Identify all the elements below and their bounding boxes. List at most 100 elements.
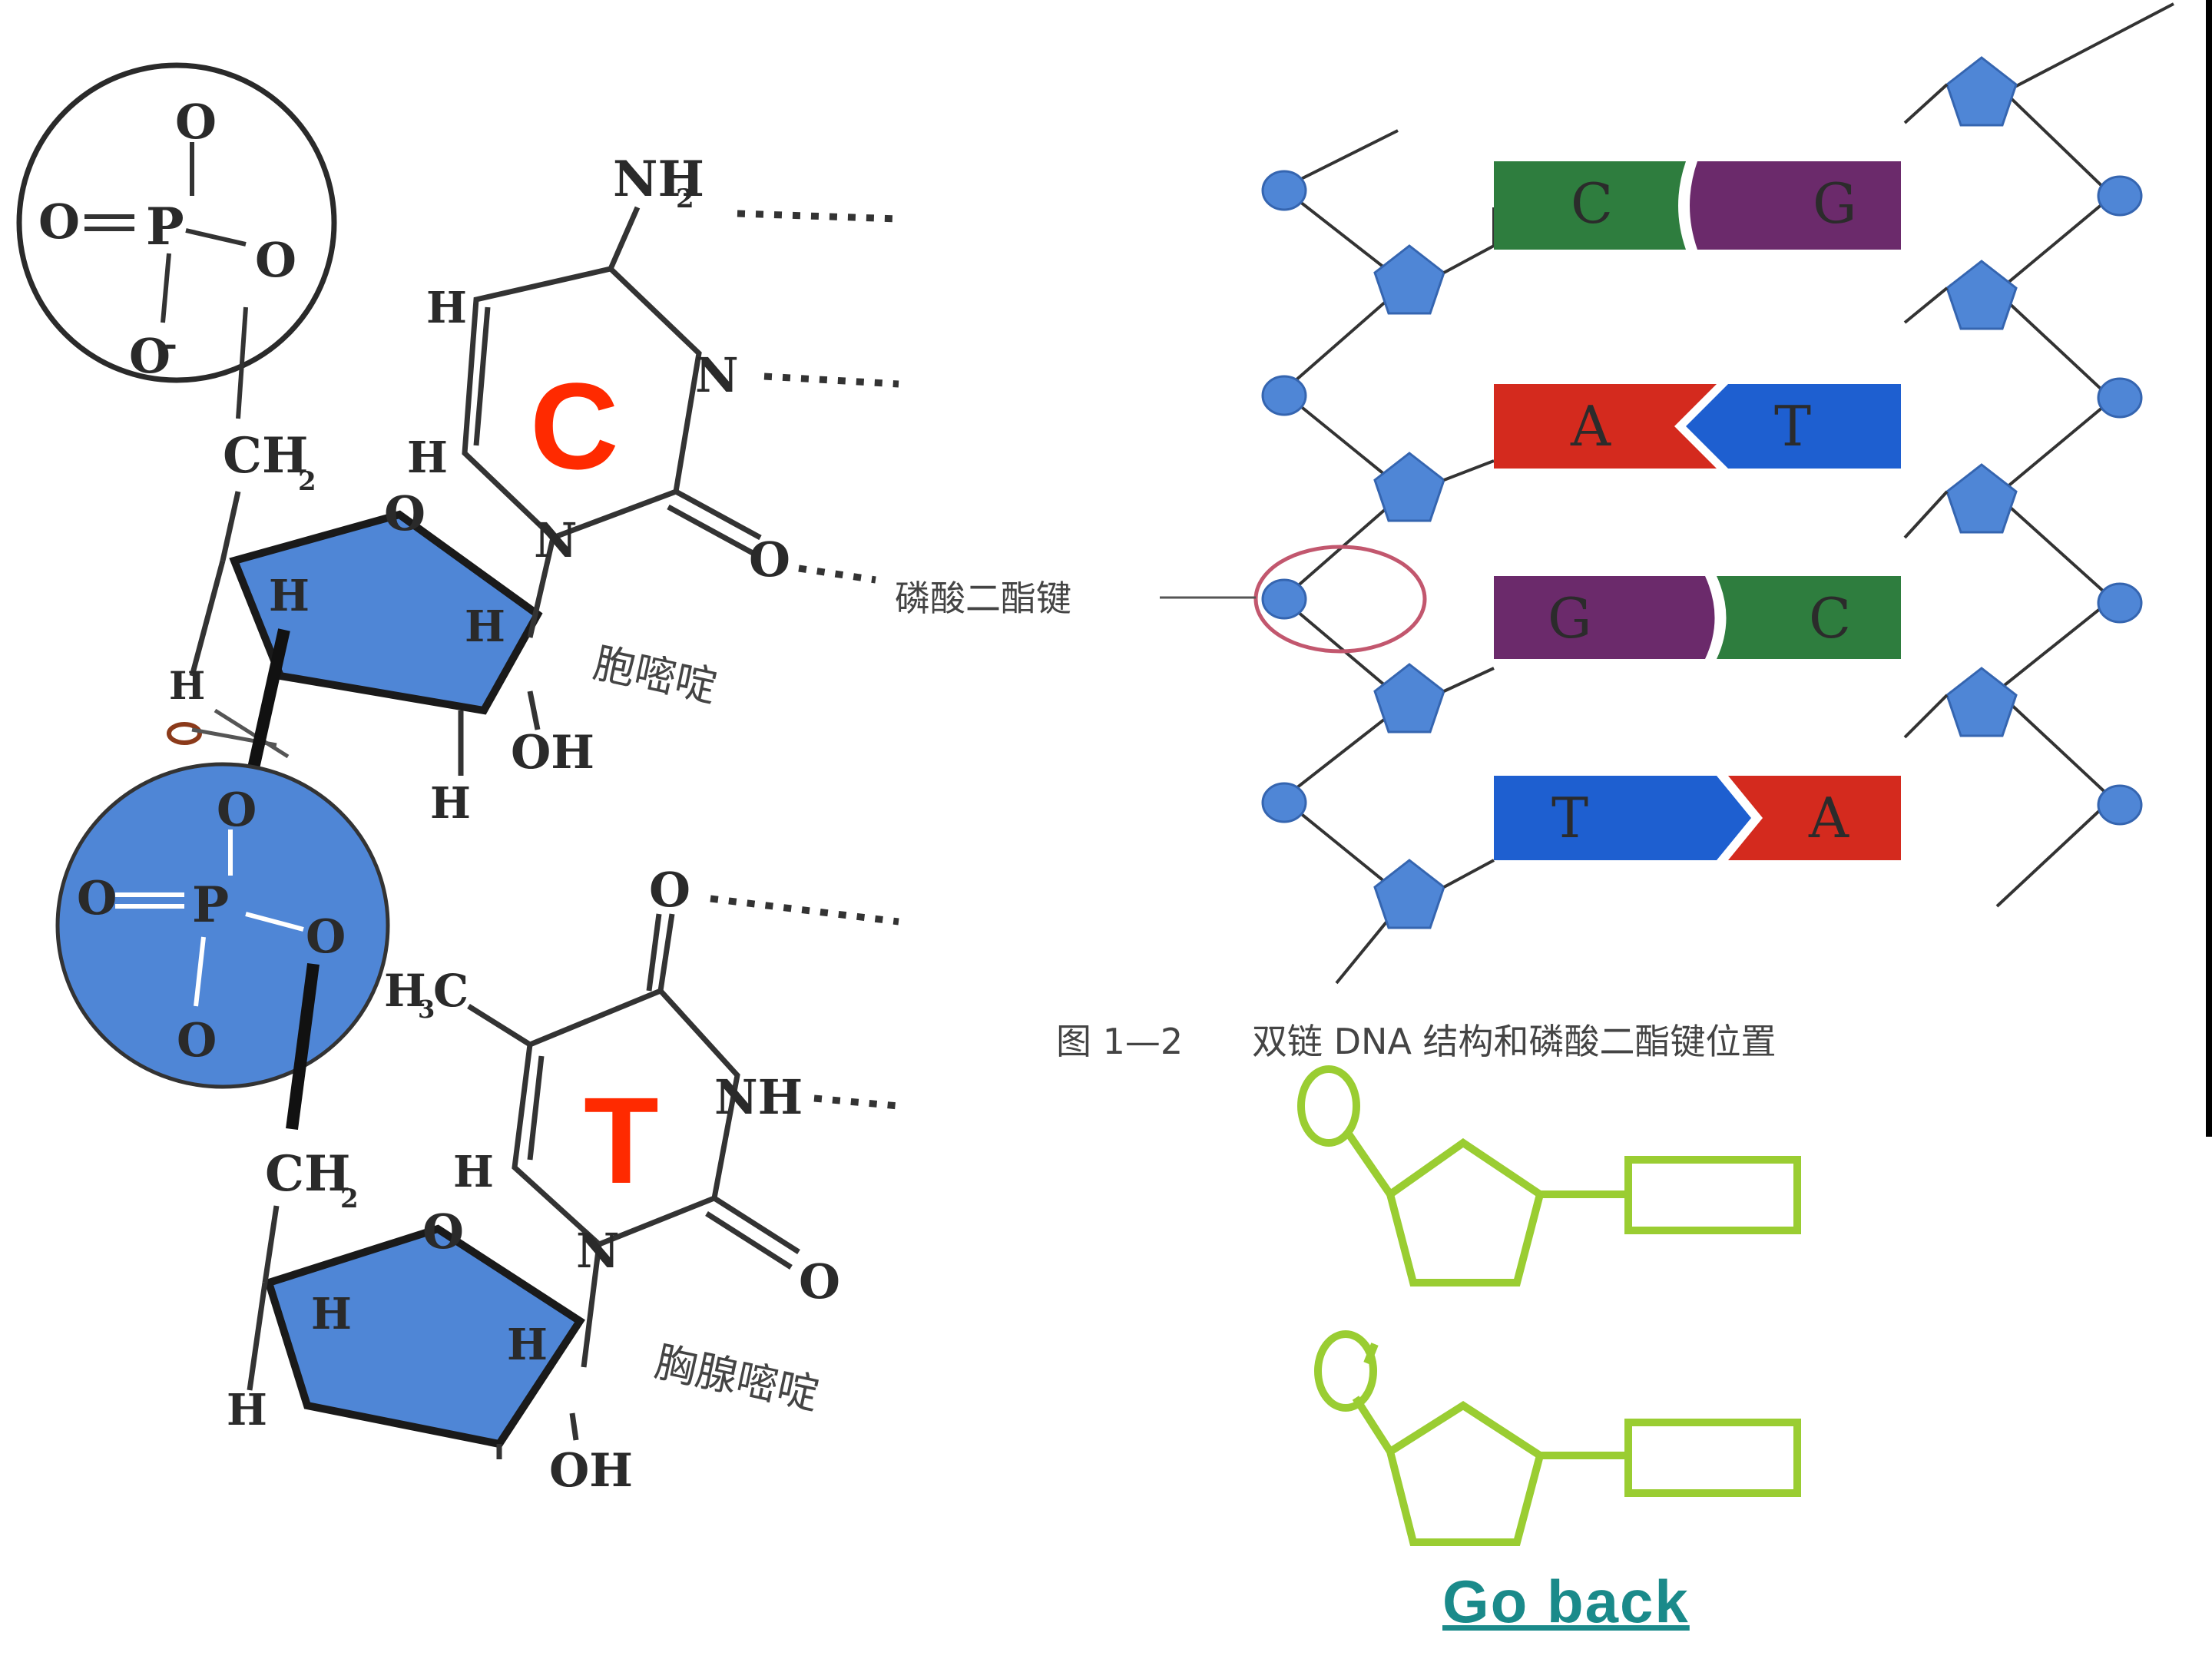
base-label: T — [1774, 394, 1811, 459]
phosphate-circle — [1261, 578, 1307, 620]
sugar-pentagon — [1373, 859, 1445, 929]
go-back-link[interactable]: Go back — [1442, 1568, 1690, 1635]
base-block-c — [1717, 576, 1901, 659]
deoxyribose-sugar-bottom: O H H H OH — [227, 1204, 633, 1498]
deoxyribose-sugar-top: O H H OH H H — [169, 485, 594, 829]
oxygen-label: O — [77, 872, 117, 926]
ring-oxygen-label: O — [422, 1204, 464, 1260]
hydrogen-label: H — [465, 601, 505, 652]
base-block-t — [1494, 776, 1751, 860]
sugar-pentagon-outline — [1386, 1137, 1545, 1286]
base-label: A — [1808, 786, 1849, 850]
hydrogen-label: H — [169, 663, 205, 708]
figure-number: 图 1—2 — [1056, 1021, 1183, 1062]
phosphate-circle — [2097, 784, 2143, 826]
ch2-label-top: CH — [223, 427, 308, 485]
nucleotide-chemical-structure: O O P O O - CH 2 O H H OH H H — [16, 62, 899, 1498]
phosphate-circle — [2097, 582, 2143, 624]
nitrogen-label: N — [576, 1223, 620, 1279]
methyl-subscript: 3 — [418, 995, 435, 1024]
phosphate-circle-outline — [1297, 1065, 1360, 1147]
negative-charge: - — [164, 326, 177, 363]
methyl-group-c: C — [433, 965, 469, 1017]
base-label: G — [1548, 586, 1592, 651]
hydroxyl-label: OH — [549, 1444, 633, 1498]
left-strand — [1261, 170, 1445, 929]
phosphodiester-bond-highlight — [1253, 545, 1427, 654]
sugar-pentagon — [1945, 463, 2018, 534]
phosphorus-label: P — [192, 876, 229, 934]
oxygen-label: O — [38, 194, 80, 250]
hydrogen-label: H — [269, 571, 310, 621]
base-label: C — [1571, 171, 1613, 236]
oxygen-label: O — [306, 910, 346, 964]
methyl-group-h: H — [384, 965, 426, 1017]
phosphate-circle — [1261, 375, 1307, 416]
phosphodiester-bond-label: 磷酸二酯键 — [895, 578, 1071, 619]
base-block-a — [1728, 776, 1901, 860]
double-strand-dna-figure: C G A T G C T A 磷酸二酯键 图 1—2 双链 DNA 结构和磷酸… — [895, 2, 2174, 1062]
sugar-pentagon — [1373, 663, 1445, 733]
figure-caption: 双链 DNA 结构和磷酸二酯键位置 — [1252, 1021, 1777, 1062]
sugar-pentagon — [1945, 667, 2018, 737]
amino-group-label: NH — [613, 151, 704, 208]
sugar-pentagon — [1945, 260, 2018, 330]
base-label: A — [1570, 394, 1611, 459]
base-block-g — [1494, 576, 1715, 659]
oxygen-label: O — [255, 232, 296, 288]
phosphate-circle-outline — [1314, 1330, 1377, 1412]
base-pair-2: A T — [1494, 384, 1901, 469]
nitrogen-label: N — [534, 512, 578, 568]
base-letter-c: C — [530, 357, 619, 495]
hydrogen-label: H — [227, 1385, 267, 1435]
phosphorus-label: P — [146, 197, 184, 257]
base-block-c — [1494, 161, 1686, 250]
oxygen-label: O — [177, 1014, 217, 1068]
base-block-a — [1494, 384, 1717, 469]
thymine-chinese-label: 胸腺嘧啶 — [651, 1337, 823, 1419]
amino-subscript: 2 — [676, 184, 694, 214]
sugar-pentagon — [1373, 452, 1445, 522]
hydrogen-label: H — [507, 1320, 548, 1370]
carbonyl-oxygen-label: O — [649, 862, 690, 918]
base-label: C — [1809, 586, 1851, 651]
carbonyl-oxygen-label: O — [799, 1253, 840, 1310]
phosphate-group-top: O O P O O - — [16, 62, 337, 384]
phosphate-circle — [2097, 377, 2143, 419]
cytosine-chinese-label: 胞嘧啶 — [589, 638, 721, 711]
hydrogen-label: H — [430, 778, 471, 829]
base-label: T — [1551, 786, 1588, 850]
slide-edge-divider — [2206, 0, 2212, 1137]
base-label: G — [1813, 171, 1857, 236]
ring-oxygen-label: O — [384, 485, 426, 541]
hydrogen-label: H — [453, 1147, 494, 1197]
oxygen-label: O — [175, 94, 217, 150]
base-block-t — [1686, 384, 1901, 469]
phosphate-circle — [1261, 782, 1307, 823]
base-pair-3: G C — [1494, 576, 1901, 659]
ch2-label-bottom: CH — [265, 1145, 350, 1203]
base-pair-4: T A — [1494, 776, 1901, 860]
ch2-subscript: 2 — [340, 1184, 359, 1214]
oxygen-label: O — [129, 328, 171, 384]
base-letter-t: T — [584, 1071, 659, 1209]
hydrogen-label: H — [311, 1289, 352, 1339]
cytosine-base: NH 2 N N O H H C 胞嘧啶 — [407, 151, 790, 711]
imino-group-label: NH — [714, 1069, 803, 1125]
carbonyl-oxygen-label: O — [749, 531, 790, 588]
phosphate-circle — [1261, 170, 1307, 211]
base-rectangle-outline — [1624, 1419, 1801, 1497]
base-rectangle-outline — [1624, 1156, 1801, 1234]
base-block-g — [1690, 161, 1901, 250]
ch2-subscript: 2 — [298, 466, 316, 497]
base-pair-1: C G — [1494, 161, 1901, 250]
hydroxyl-label: OH — [511, 726, 594, 780]
nucleotide-schematic-1 — [1297, 1065, 1801, 1286]
right-strand — [1945, 56, 2143, 826]
nitrogen-label: N — [695, 347, 739, 403]
sugar-pentagon — [1945, 56, 2018, 127]
sugar-pentagon-outline — [1386, 1401, 1545, 1546]
oxygen-label: O — [217, 783, 257, 837]
hydrogen-label: H — [407, 432, 448, 483]
